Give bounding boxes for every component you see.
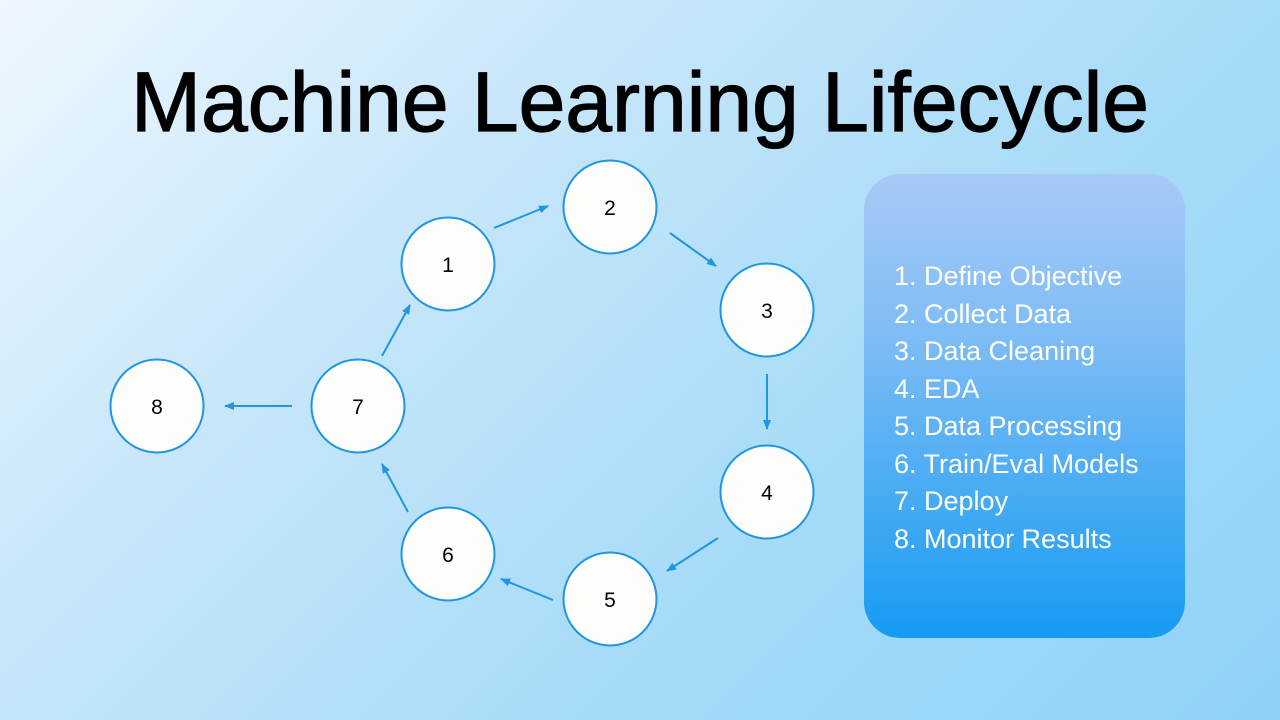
arrow-5-to-6-icon [500,578,554,601]
node-2: 2 [562,159,658,255]
arrow-4-to-5-icon [666,537,719,572]
node-label: 3 [761,300,773,323]
legend-item: 5. Data Processing [894,411,1123,441]
node-label: 7 [352,396,364,419]
legend-item: 4. EDA [894,373,980,404]
legend-item: 1. Define Objective [894,261,1123,291]
arrow-1-to-2-icon [493,205,549,229]
node-8: 8 [109,358,205,454]
node-7: 7 [310,358,406,454]
edges [224,205,771,601]
page-title: Machine Learning Lifecycle [130,54,1149,149]
node-6: 6 [400,506,496,602]
node-1: 1 [400,216,496,312]
legend-item: 2. Collect Data [894,298,1072,329]
legend-item: 8. Monitor Results [894,523,1112,554]
arrow-2-to-3-icon [669,232,717,267]
legend-panel: 1. Define Objective 2. Collect Data 3. D… [864,174,1185,638]
node-label: 1 [442,254,454,277]
legend-item: 3. Data Cleaning [894,336,1096,366]
arrow-7-to-1-icon [381,304,411,357]
legend-item: 6. Train/Eval Models [894,448,1139,479]
node-label: 8 [151,396,163,419]
node-label: 5 [604,589,616,612]
node-label: 2 [604,197,616,220]
node-label: 6 [442,544,454,567]
node-label: 4 [761,482,773,505]
node-4: 4 [719,444,815,540]
node-3: 3 [719,262,815,358]
node-5: 5 [562,551,658,647]
legend-item: 7. Deploy [894,486,1009,516]
arrow-6-to-7-icon [381,463,409,513]
legend-list: 1. Define Objective 2. Collect Data 3. D… [894,258,1139,558]
